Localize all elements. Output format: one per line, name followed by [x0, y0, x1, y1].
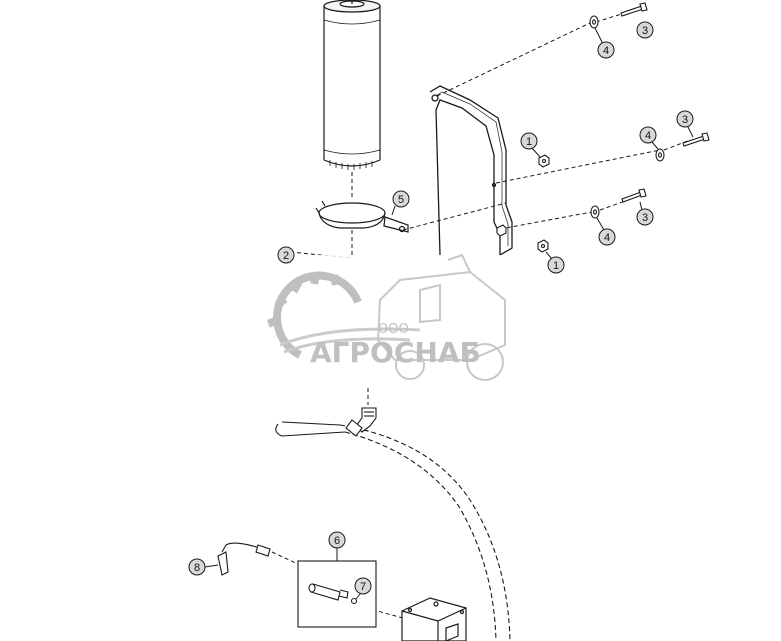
- callout: 2: [277, 246, 295, 264]
- callout-label: 3: [642, 212, 648, 224]
- watermark-brand-text: АГРОСНАБ: [310, 336, 481, 369]
- callout: 8: [188, 558, 219, 576]
- callout: 4: [639, 126, 659, 150]
- elbow-fitting: [345, 407, 377, 437]
- callout: 4: [596, 217, 616, 246]
- callout: 7: [354, 577, 372, 600]
- watermark-gear-teeth: [266, 273, 340, 328]
- watermark-combine-icon: [376, 253, 506, 381]
- callout: 3: [636, 201, 654, 226]
- watermark-gear-icon: [272, 271, 362, 359]
- hose: [275, 421, 511, 641]
- watermark-swoosh: [279, 327, 421, 354]
- watermark: ООО АГРОСНАБ: [246, 253, 534, 385]
- callout-label: 7: [360, 581, 366, 593]
- callout-label: 6: [334, 535, 340, 547]
- callout: 3: [636, 21, 654, 39]
- callout: 1: [545, 251, 565, 274]
- washer: [589, 15, 665, 219]
- callout-label: 4: [604, 232, 610, 244]
- callout: 1: [520, 132, 541, 158]
- callout-label: 4: [603, 45, 609, 57]
- bolt: [620, 2, 710, 203]
- callout-label: 1: [553, 260, 559, 272]
- callout-label: 8: [194, 562, 200, 574]
- filter-canister: [323, 0, 381, 198]
- callout: 4: [594, 27, 615, 59]
- callout-label: 3: [642, 25, 648, 37]
- watermark-small-text: ООО: [378, 322, 409, 337]
- nut: [496, 154, 550, 253]
- callout-label: 4: [645, 130, 651, 142]
- callout: 5: [391, 190, 410, 216]
- clamp-bracket: [315, 200, 409, 258]
- callout: 3: [676, 110, 694, 138]
- callout: 6: [328, 531, 346, 561]
- callout-label: 2: [283, 250, 289, 262]
- valve-block: [401, 597, 467, 641]
- cable-connector: [217, 542, 271, 576]
- callout-label: 5: [398, 194, 404, 206]
- callout-label: 1: [526, 136, 532, 148]
- callout-label: 3: [682, 114, 688, 126]
